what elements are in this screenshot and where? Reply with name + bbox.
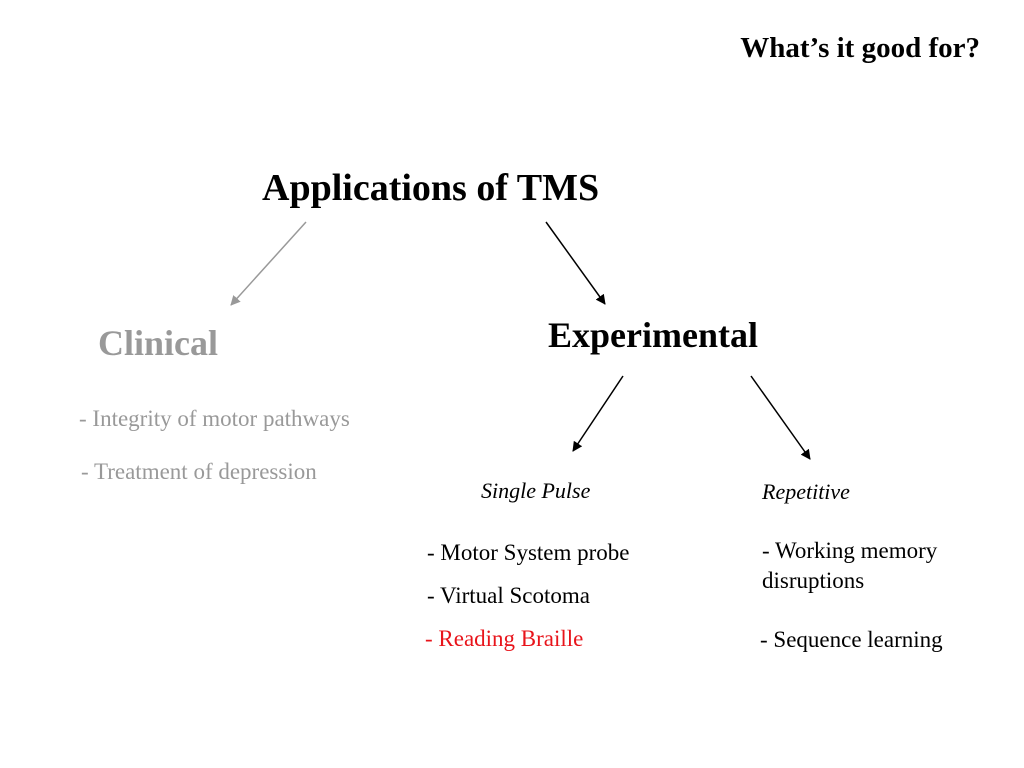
arrow-root-to-experimental (545, 221, 606, 305)
arrow-experimental-to-repetitive (750, 375, 811, 460)
repetitive-item: - Working memory disruptions (762, 538, 938, 593)
single-pulse-item-highlighted: - Reading Braille (425, 626, 584, 651)
slide-title: What’s it good for? (740, 32, 980, 64)
repetitive-node: Repetitive (762, 479, 850, 504)
single-pulse-item: - Motor System probe (427, 540, 630, 565)
arrow-experimental-to-single-pulse (572, 375, 624, 452)
clinical-item: - Treatment of depression (81, 459, 317, 484)
arrow-root-to-clinical (230, 221, 307, 306)
clinical-node: Clinical (98, 323, 219, 363)
single-pulse-item: - Virtual Scotoma (427, 583, 590, 608)
diagram-root-node: Applications of TMS (262, 167, 600, 209)
clinical-item: - Integrity of motor pathways (79, 406, 350, 431)
single-pulse-node: Single Pulse (481, 478, 591, 503)
experimental-node: Experimental (548, 315, 758, 355)
repetitive-item: - Sequence learning (760, 627, 943, 652)
